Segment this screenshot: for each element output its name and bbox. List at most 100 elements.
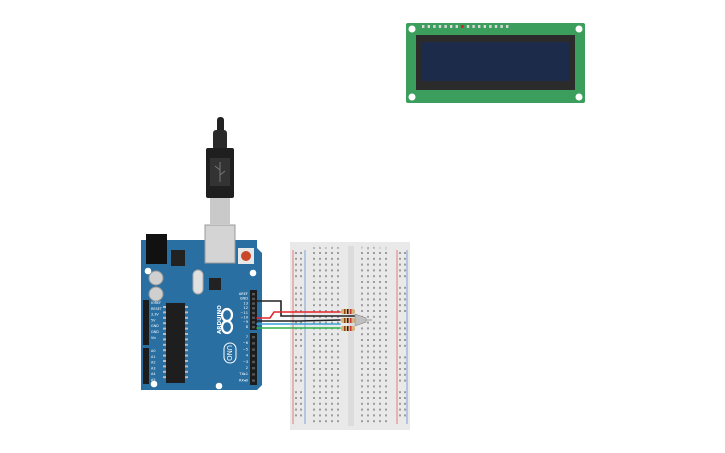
breadboard-hole[interactable] xyxy=(337,292,339,295)
rail-hole[interactable] xyxy=(399,368,401,370)
breadboard-hole[interactable] xyxy=(319,257,321,260)
rail-hole[interactable] xyxy=(300,286,302,289)
breadboard-hole[interactable] xyxy=(337,414,339,417)
breadboard-hole[interactable] xyxy=(379,379,381,382)
breadboard-hole[interactable] xyxy=(385,333,387,336)
breadboard-hole[interactable] xyxy=(331,292,333,295)
rail-hole[interactable] xyxy=(295,402,297,405)
breadboard-hole[interactable] xyxy=(319,263,321,266)
rail-hole[interactable] xyxy=(300,304,302,307)
digital-pin-hole[interactable] xyxy=(252,336,255,339)
breadboard-hole[interactable] xyxy=(379,327,381,330)
lcd-pin[interactable] xyxy=(478,25,481,28)
rail-hole[interactable] xyxy=(404,298,406,301)
breadboard-hole[interactable] xyxy=(367,269,369,272)
breadboard-hole[interactable] xyxy=(331,344,333,347)
analog-header[interactable] xyxy=(143,348,149,384)
resistor-1[interactable] xyxy=(341,309,355,314)
breadboard-hole[interactable] xyxy=(367,368,369,370)
breadboard-hole[interactable] xyxy=(325,310,327,312)
rail-hole[interactable] xyxy=(404,402,406,405)
rail-hole[interactable] xyxy=(404,310,406,312)
breadboard-hole[interactable] xyxy=(331,275,333,278)
breadboard-hole[interactable] xyxy=(385,257,387,260)
digital-pin-hole[interactable] xyxy=(252,321,255,324)
breadboard-hole[interactable] xyxy=(313,281,315,283)
breadboard-hole[interactable] xyxy=(325,397,327,399)
breadboard-hole[interactable] xyxy=(367,321,369,324)
breadboard-hole[interactable] xyxy=(319,275,321,278)
breadboard-hole[interactable] xyxy=(331,379,333,382)
breadboard-hole[interactable] xyxy=(379,257,381,260)
rail-hole[interactable] xyxy=(404,263,406,266)
breadboard-hole[interactable] xyxy=(325,420,327,423)
digital-pin-hole[interactable] xyxy=(252,307,255,310)
breadboard-hole[interactable] xyxy=(337,257,339,260)
rail-hole[interactable] xyxy=(399,333,401,336)
breadboard-hole[interactable] xyxy=(325,275,327,278)
breadboard-hole[interactable] xyxy=(325,344,327,347)
rail-hole[interactable] xyxy=(404,321,406,324)
rail-hole[interactable] xyxy=(404,397,406,399)
breadboard-hole[interactable] xyxy=(325,257,327,260)
breadboard-hole[interactable] xyxy=(319,333,321,336)
rail-hole[interactable] xyxy=(399,292,401,295)
breadboard-hole[interactable] xyxy=(337,373,339,376)
components-on-breadboard[interactable] xyxy=(341,309,372,331)
breadboard-hole[interactable] xyxy=(319,373,321,376)
rail-hole[interactable] xyxy=(399,286,401,289)
breadboard-hole[interactable] xyxy=(319,298,321,301)
rail-hole[interactable] xyxy=(399,397,401,399)
breadboard-hole[interactable] xyxy=(313,298,315,301)
wire-red[interactable] xyxy=(256,311,341,319)
breadboard-hole[interactable] xyxy=(325,368,327,370)
breadboard-hole[interactable] xyxy=(379,321,381,324)
breadboard-hole[interactable] xyxy=(379,385,381,388)
breadboard-hole[interactable] xyxy=(319,402,321,405)
breadboard-hole[interactable] xyxy=(385,344,387,347)
rail-hole[interactable] xyxy=(295,275,297,278)
breadboard-hole[interactable] xyxy=(373,321,375,324)
breadboard-hole[interactable] xyxy=(385,252,387,254)
breadboard-hole[interactable] xyxy=(367,292,369,295)
breadboard-hole[interactable] xyxy=(319,420,321,423)
breadboard-hole[interactable] xyxy=(385,281,387,283)
breadboard-hole[interactable] xyxy=(337,362,339,365)
rail-hole[interactable] xyxy=(295,408,297,411)
rail-hole[interactable] xyxy=(399,252,401,254)
breadboard-hole[interactable] xyxy=(385,292,387,295)
breadboard-hole[interactable] xyxy=(331,356,333,359)
breadboard-hole[interactable] xyxy=(361,391,363,394)
lcd-pin[interactable] xyxy=(494,25,498,28)
breadboard-hole[interactable] xyxy=(373,310,375,312)
breadboard-hole[interactable] xyxy=(367,402,369,405)
rail-hole[interactable] xyxy=(300,298,302,301)
wire-black-2[interactable] xyxy=(256,319,341,322)
breadboard-hole[interactable] xyxy=(373,339,375,341)
breadboard-hole[interactable] xyxy=(325,281,327,283)
rail-hole[interactable] xyxy=(404,327,406,330)
breadboard-hole[interactable] xyxy=(367,327,369,330)
breadboard-hole[interactable] xyxy=(313,292,315,295)
breadboard-hole[interactable] xyxy=(319,368,321,370)
breadboard-hole[interactable] xyxy=(385,304,387,307)
breadboard-hole[interactable] xyxy=(331,402,333,405)
digital-pin-hole[interactable] xyxy=(252,360,255,364)
breadboard-hole[interactable] xyxy=(379,298,381,301)
breadboard-hole[interactable] xyxy=(385,263,387,266)
breadboard-hole[interactable] xyxy=(367,304,369,307)
breadboard-hole[interactable] xyxy=(385,310,387,312)
breadboard-hole[interactable] xyxy=(373,379,375,382)
breadboard-hole[interactable] xyxy=(373,304,375,307)
breadboard-hole[interactable] xyxy=(319,414,321,417)
breadboard-hole[interactable] xyxy=(367,350,369,353)
breadboard-hole[interactable] xyxy=(313,339,315,341)
digital-pin-hole[interactable] xyxy=(252,293,255,296)
rail-hole[interactable] xyxy=(404,269,406,272)
wire-black-gnd[interactable] xyxy=(256,300,356,317)
breadboard-hole[interactable] xyxy=(361,257,363,260)
breadboard-hole[interactable] xyxy=(385,286,387,289)
breadboard-hole[interactable] xyxy=(319,362,321,365)
breadboard-hole[interactable] xyxy=(367,263,369,266)
breadboard-hole[interactable] xyxy=(337,333,339,336)
